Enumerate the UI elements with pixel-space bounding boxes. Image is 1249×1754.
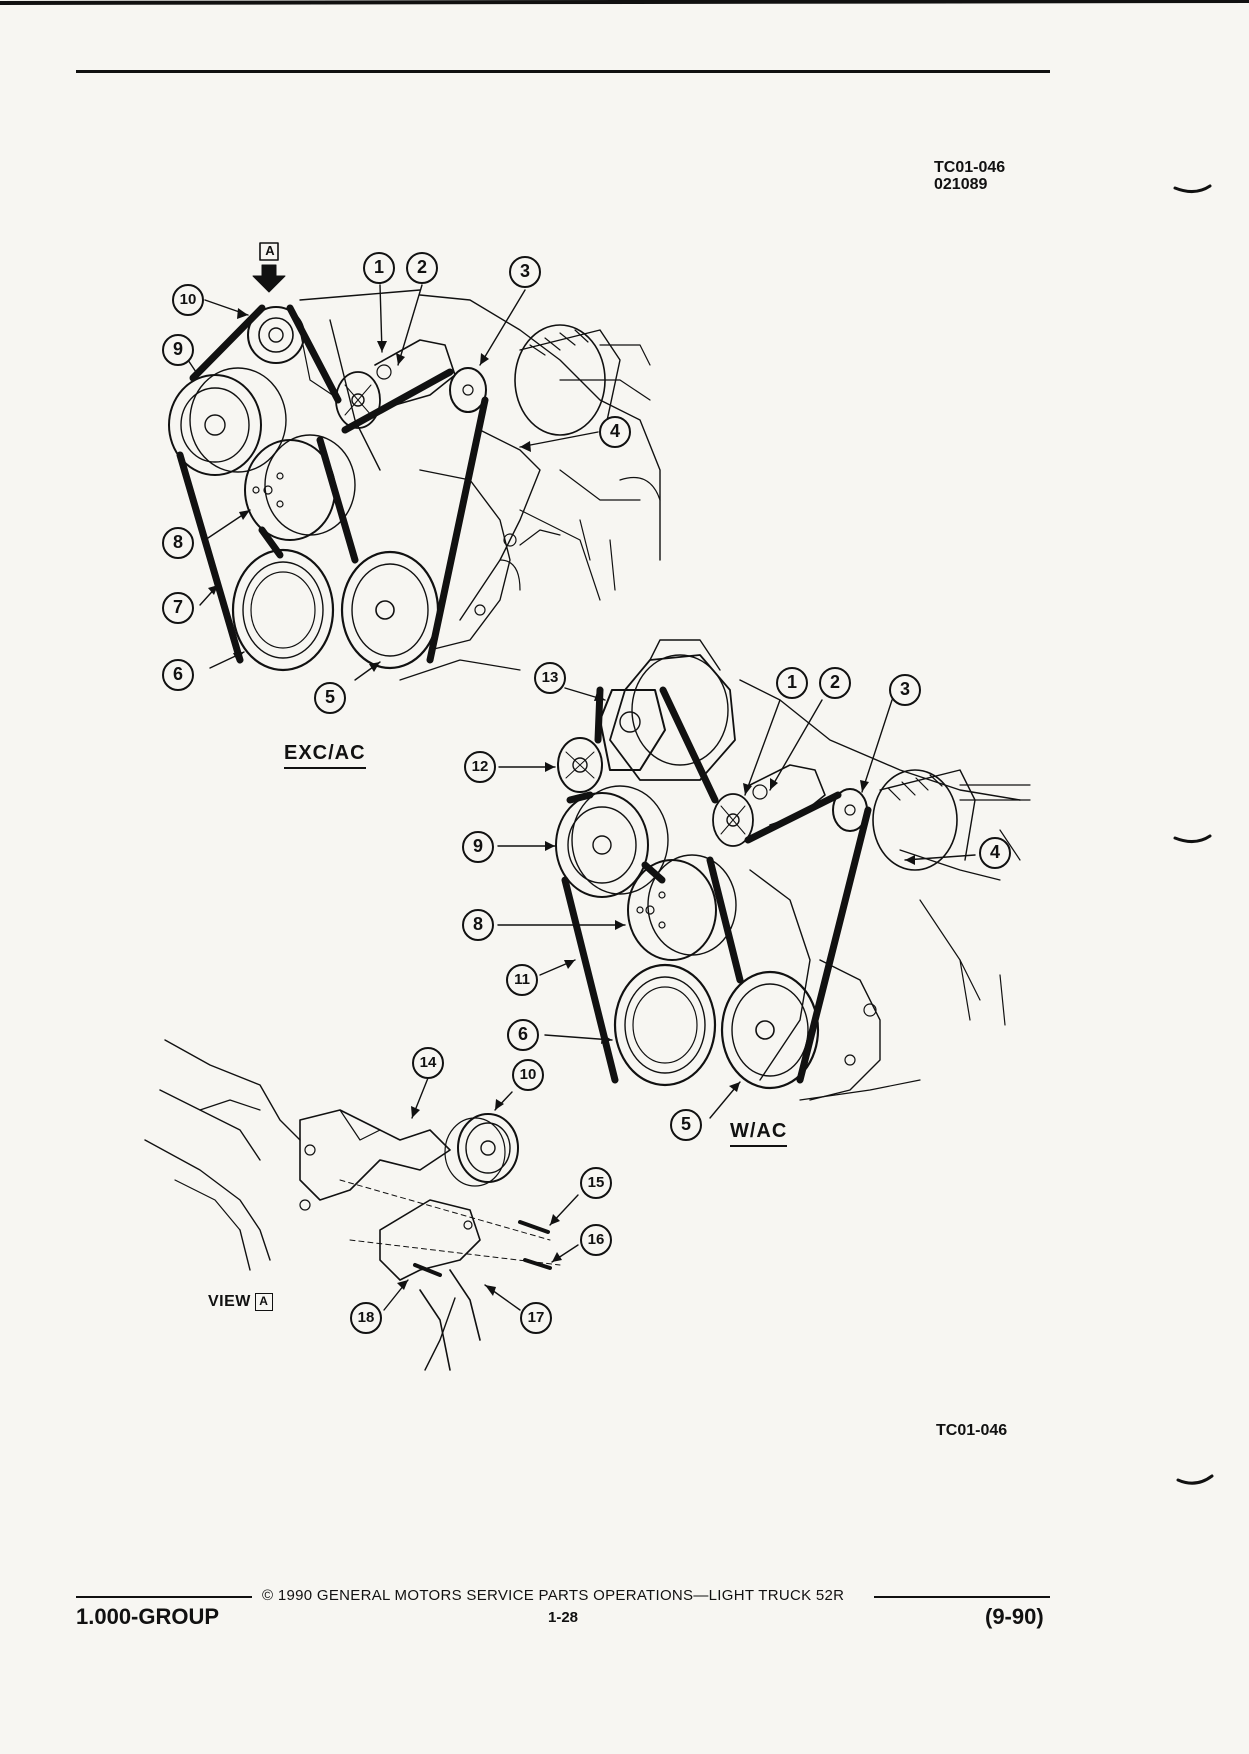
callout-w-ac-13: 13	[534, 662, 566, 694]
figure-code-header: TC01-046 021089	[934, 159, 1005, 193]
figure-code: TC01-046	[934, 159, 1006, 176]
callout-view-a-14: 14	[412, 1047, 444, 1079]
callout-w-ac-2: 2	[819, 667, 851, 699]
view-a-marker-letter: A	[265, 243, 275, 258]
callout-exc-ac-1: 1	[363, 252, 395, 284]
view-a-arrow	[252, 242, 286, 293]
exc-ac-belt	[176, 304, 489, 664]
callout-exc-ac-4: 4	[599, 416, 631, 448]
exc-ac-label: EXC/AC	[284, 742, 366, 769]
exc-ac-pulleys	[168, 306, 487, 672]
callout-exc-ac-7: 7	[162, 592, 194, 624]
footer-revision-date: (9-90)	[985, 1604, 1044, 1629]
callout-arrowheads	[208, 308, 915, 1296]
callout-w-ac-5: 5	[670, 1109, 702, 1141]
callout-w-ac-11: 11	[506, 964, 538, 996]
w-ac-engine	[609, 639, 1031, 1101]
figure-code-bottom: TC01-046	[936, 1422, 1008, 1439]
callout-w-ac-12: 12	[464, 751, 496, 783]
footer-rule-right	[874, 1596, 1050, 1598]
callout-exc-ac-3: 3	[509, 256, 541, 288]
figure-date-code: 021089	[934, 176, 988, 193]
callout-exc-ac-8: 8	[162, 527, 194, 559]
callout-view-a-16: 16	[580, 1224, 612, 1256]
callout-view-a-10: 10	[512, 1059, 544, 1091]
exc-ac-engine	[299, 289, 661, 681]
callout-exc-ac-5: 5	[314, 682, 346, 714]
callout-exc-ac-2: 2	[406, 252, 438, 284]
footer-page-number: 1-28	[548, 1609, 579, 1626]
view-a-detail	[144, 1039, 561, 1371]
callout-w-ac-6: 6	[507, 1019, 539, 1051]
callout-w-ac-1: 1	[776, 667, 808, 699]
callout-view-a-17: 17	[520, 1302, 552, 1334]
w-ac-belt	[561, 686, 872, 1084]
scan-marks	[0, 0, 1249, 1485]
callout-exc-ac-9: 9	[162, 334, 194, 366]
view-a-label-letter: A	[254, 1293, 273, 1311]
view-a-label-text: VIEW	[208, 1293, 251, 1311]
callout-w-ac-4: 4	[979, 837, 1011, 869]
callout-w-ac-3: 3	[889, 674, 921, 706]
callout-w-ac-8: 8	[462, 909, 494, 941]
callout-exc-ac-6: 6	[162, 659, 194, 691]
top-rule	[76, 70, 1050, 73]
footer-group: 1.000-GROUP	[76, 1604, 220, 1629]
footer-copyright: © 1990 GENERAL MOTORS SERVICE PARTS OPER…	[262, 1587, 845, 1604]
callout-view-a-18: 18	[350, 1302, 382, 1334]
footer-rule-left	[76, 1596, 252, 1598]
callout-w-ac-9: 9	[462, 831, 494, 863]
w-ac-label: W/AC	[730, 1120, 788, 1147]
callout-view-a-15: 15	[580, 1167, 612, 1199]
callout-exc-ac-10: 10	[172, 284, 204, 316]
